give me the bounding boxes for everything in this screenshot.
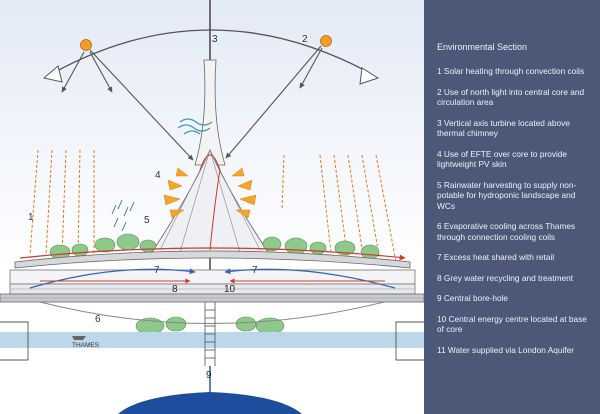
retail-level: [9, 269, 416, 285]
label-7-left: 7: [154, 265, 160, 276]
turbine-icon: [177, 118, 213, 135]
label-3: 3: [212, 34, 218, 45]
sun-left-icon: [80, 39, 92, 51]
label-6: 6: [95, 314, 101, 325]
warm-flow-line: [19, 247, 406, 261]
bore-hole: [204, 302, 216, 366]
label-5: 5: [144, 215, 150, 226]
roof-deck: [14, 250, 411, 269]
sun-arc-end-right-icon: [359, 67, 380, 85]
panel-title: Environmental Section: [437, 42, 528, 52]
red-core-loop: [199, 154, 221, 251]
label-9: 9: [206, 370, 212, 381]
legend-item: 6 Evaporative cooling across Thames thro…: [437, 221, 576, 242]
legend-item: 1 Solar heating through convection coils: [437, 66, 585, 76]
legend-item: 2 Use of north light into central core a…: [437, 86, 585, 108]
legend-item: 8 Grey water recycling and treatment: [437, 272, 574, 283]
label-10: 10: [224, 284, 236, 295]
bridge-arch: [39, 301, 385, 324]
legend-item: 9 Central bore-hole: [437, 293, 509, 303]
label-4: 4: [155, 170, 161, 181]
legend-item: 3 Vertical axis turbine located above th…: [437, 117, 570, 139]
legend-item: 10 Central energy centre located at base…: [437, 313, 587, 335]
solar-rays-left: [29, 149, 95, 256]
cool-flow-left: [29, 268, 196, 289]
section-diagram: 1 2 3 4 5 6 7 7 8 9 10 THAMES: [0, 0, 424, 414]
legend-item: 7 Excess heat shared with retail: [437, 252, 555, 262]
river-thames: [0, 332, 424, 348]
legend-item: 4 Use of EFTE over core to provide light…: [437, 148, 568, 170]
sun-right-icon: [320, 35, 332, 47]
sun-arc-end-left-icon: [42, 65, 63, 83]
truss-lines: [0, 288, 424, 299]
pv-skin-flames: [163, 167, 257, 219]
label-7-right: 7: [252, 265, 258, 276]
cool-flow-right: [224, 268, 396, 289]
legend-item: 5 Rainwater harvesting to supply non-pot…: [437, 179, 577, 211]
label-thames: THAMES: [72, 342, 100, 349]
label-1: 1: [28, 212, 34, 223]
solar-rays-right: [281, 154, 397, 263]
legend-item: 11 Water supplied via London Aquifer: [437, 344, 574, 355]
sun-to-core-arrows: [61, 45, 323, 161]
label-8: 8: [172, 284, 178, 295]
left-embankment: [0, 321, 29, 361]
right-embankment: [395, 321, 424, 361]
london-aquifer: [118, 392, 302, 414]
rainwater-drops: [111, 199, 135, 232]
legend-panel: Environmental Section 1 Solar heating th…: [424, 0, 600, 414]
legend-list: 1 Solar heating through convection coils…: [437, 66, 594, 355]
boat-icon: [72, 336, 86, 340]
thermal-chimney: [194, 59, 226, 166]
sun-path-arc: [54, 29, 369, 73]
label-2: 2: [302, 34, 308, 45]
